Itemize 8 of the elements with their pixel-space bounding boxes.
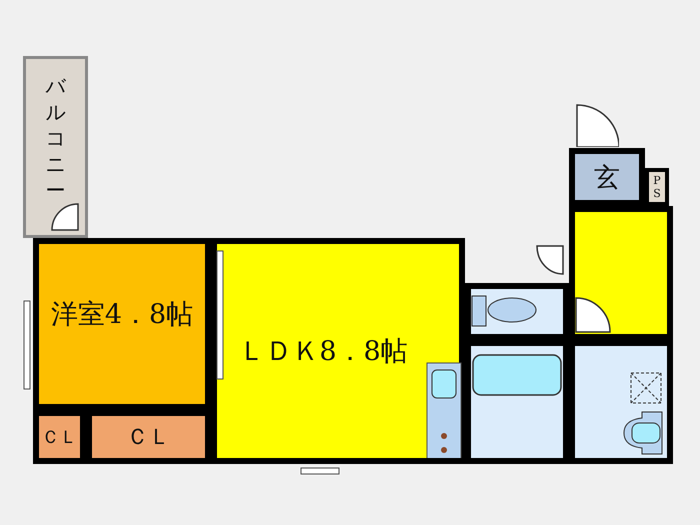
room-label: ＣＬ xyxy=(42,426,78,449)
room-label: ＣＬ xyxy=(126,424,170,452)
room-label: ＬＤＫ8．8帖 xyxy=(238,335,408,369)
balcony xyxy=(23,56,88,238)
room-label: 玄 xyxy=(594,162,620,194)
room-label: 洋室4．8帖 xyxy=(50,298,194,332)
room-label: バルコニー xyxy=(45,73,66,203)
room-label: PS xyxy=(652,174,662,200)
